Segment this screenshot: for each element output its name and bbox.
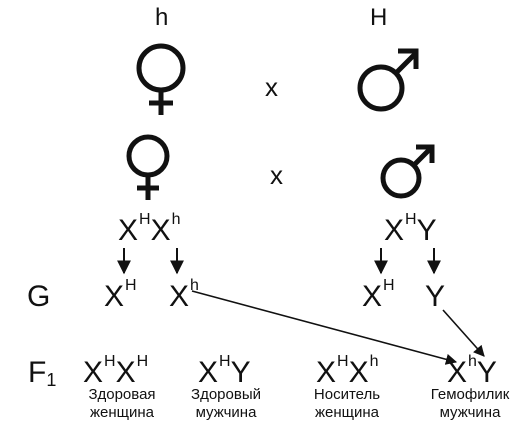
- female-allele-label: h: [155, 4, 169, 31]
- arrow: [191, 290, 458, 365]
- cross-symbol: x: [265, 72, 278, 102]
- male-parent-genotype: XHY: [384, 211, 437, 247]
- female-symbol-icon: [136, 43, 186, 115]
- male-symbol-icon: [380, 144, 435, 199]
- male-symbol-icon: [357, 48, 419, 112]
- female-symbol-icon: [126, 134, 170, 200]
- gametes-row-label: G: [27, 280, 51, 313]
- arrow: [442, 309, 485, 357]
- offspring-genotype: XHY: [198, 353, 251, 389]
- female-parent-genotype: XHXh: [118, 211, 181, 247]
- gamete: Xh: [169, 277, 199, 313]
- f1-row-label: F1: [28, 356, 57, 390]
- male-allele-label: H: [370, 4, 388, 31]
- gamete: XH: [362, 277, 395, 313]
- gamete: XH: [104, 277, 137, 313]
- offspring-genotype: XHXh: [316, 353, 379, 389]
- gamete: Y: [425, 280, 446, 313]
- cross-symbol: x: [270, 160, 283, 190]
- offspring-genotype: XHXH: [83, 353, 149, 389]
- offspring-genotype: XhY: [447, 353, 497, 389]
